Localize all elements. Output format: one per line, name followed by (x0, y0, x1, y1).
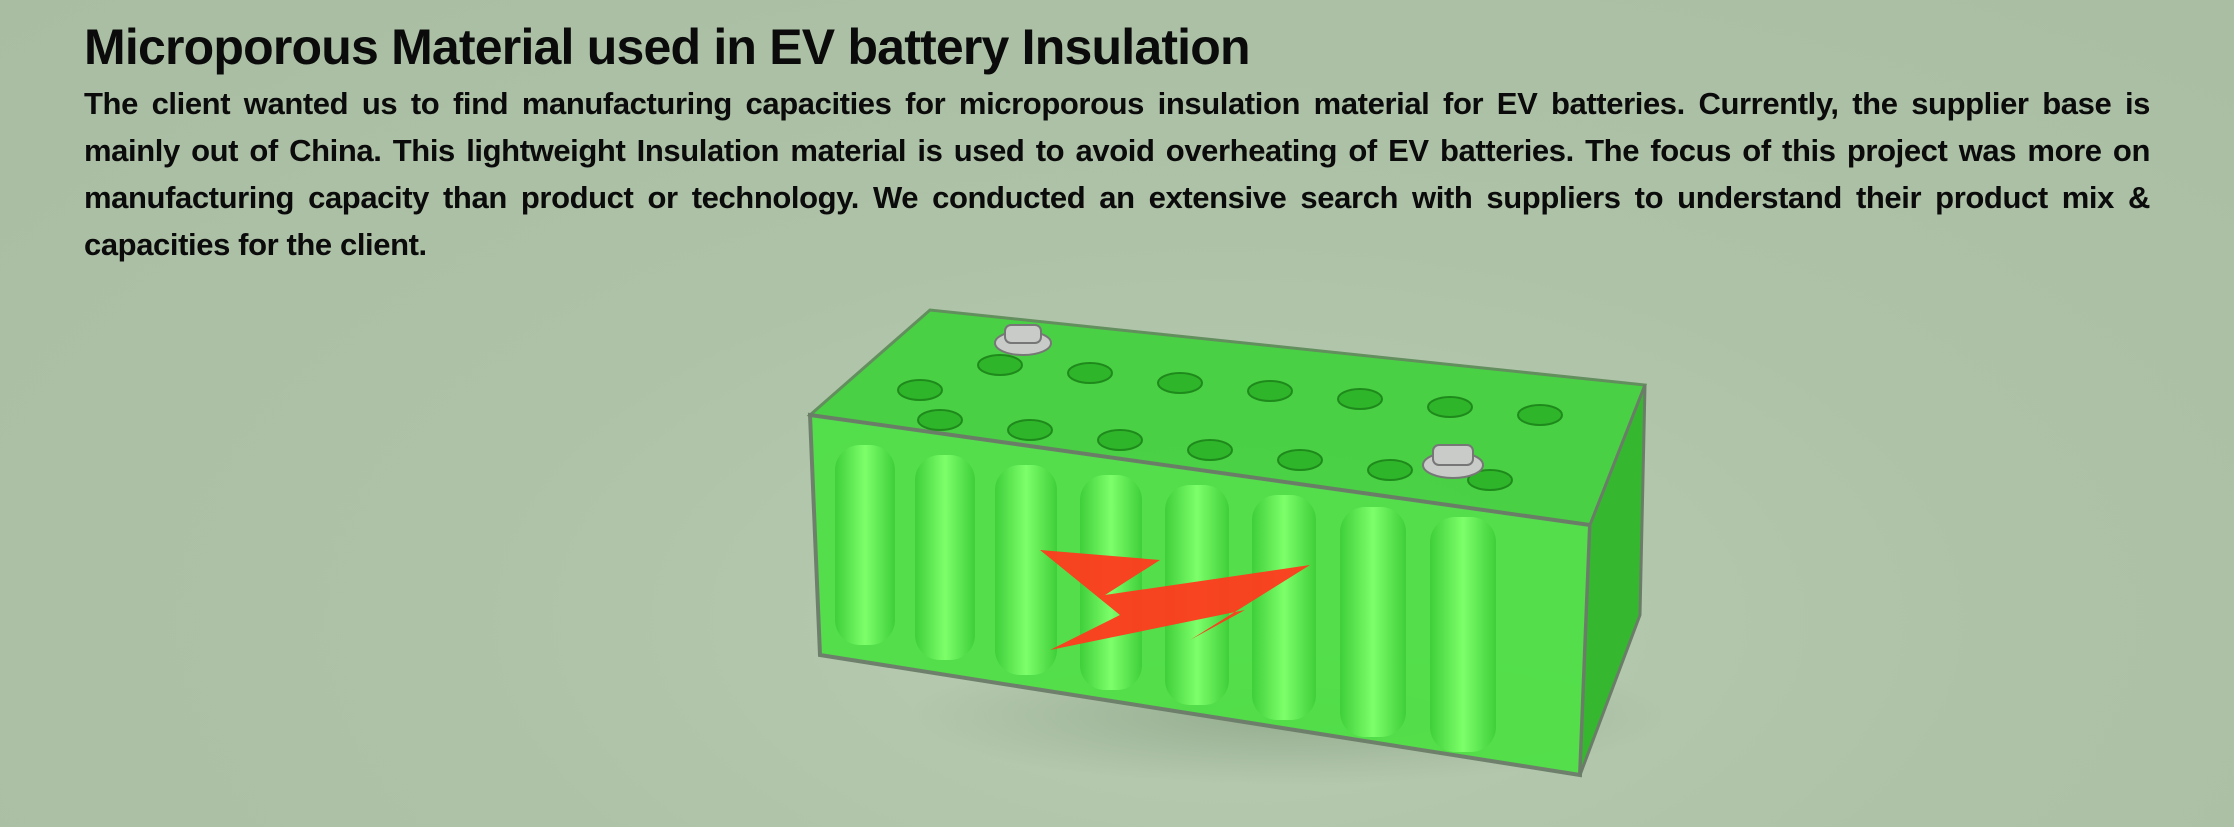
cell-tops (897, 354, 1563, 491)
ev-battery-illustration (806, 308, 1670, 785)
lightning-bolt-icon (1040, 550, 1310, 650)
battery-side (1578, 384, 1647, 776)
page-title: Microporous Material used in EV battery … (84, 19, 1251, 75)
battery-terminals (994, 324, 1484, 479)
project-description: The client wanted us to find manufacturi… (84, 86, 2150, 262)
